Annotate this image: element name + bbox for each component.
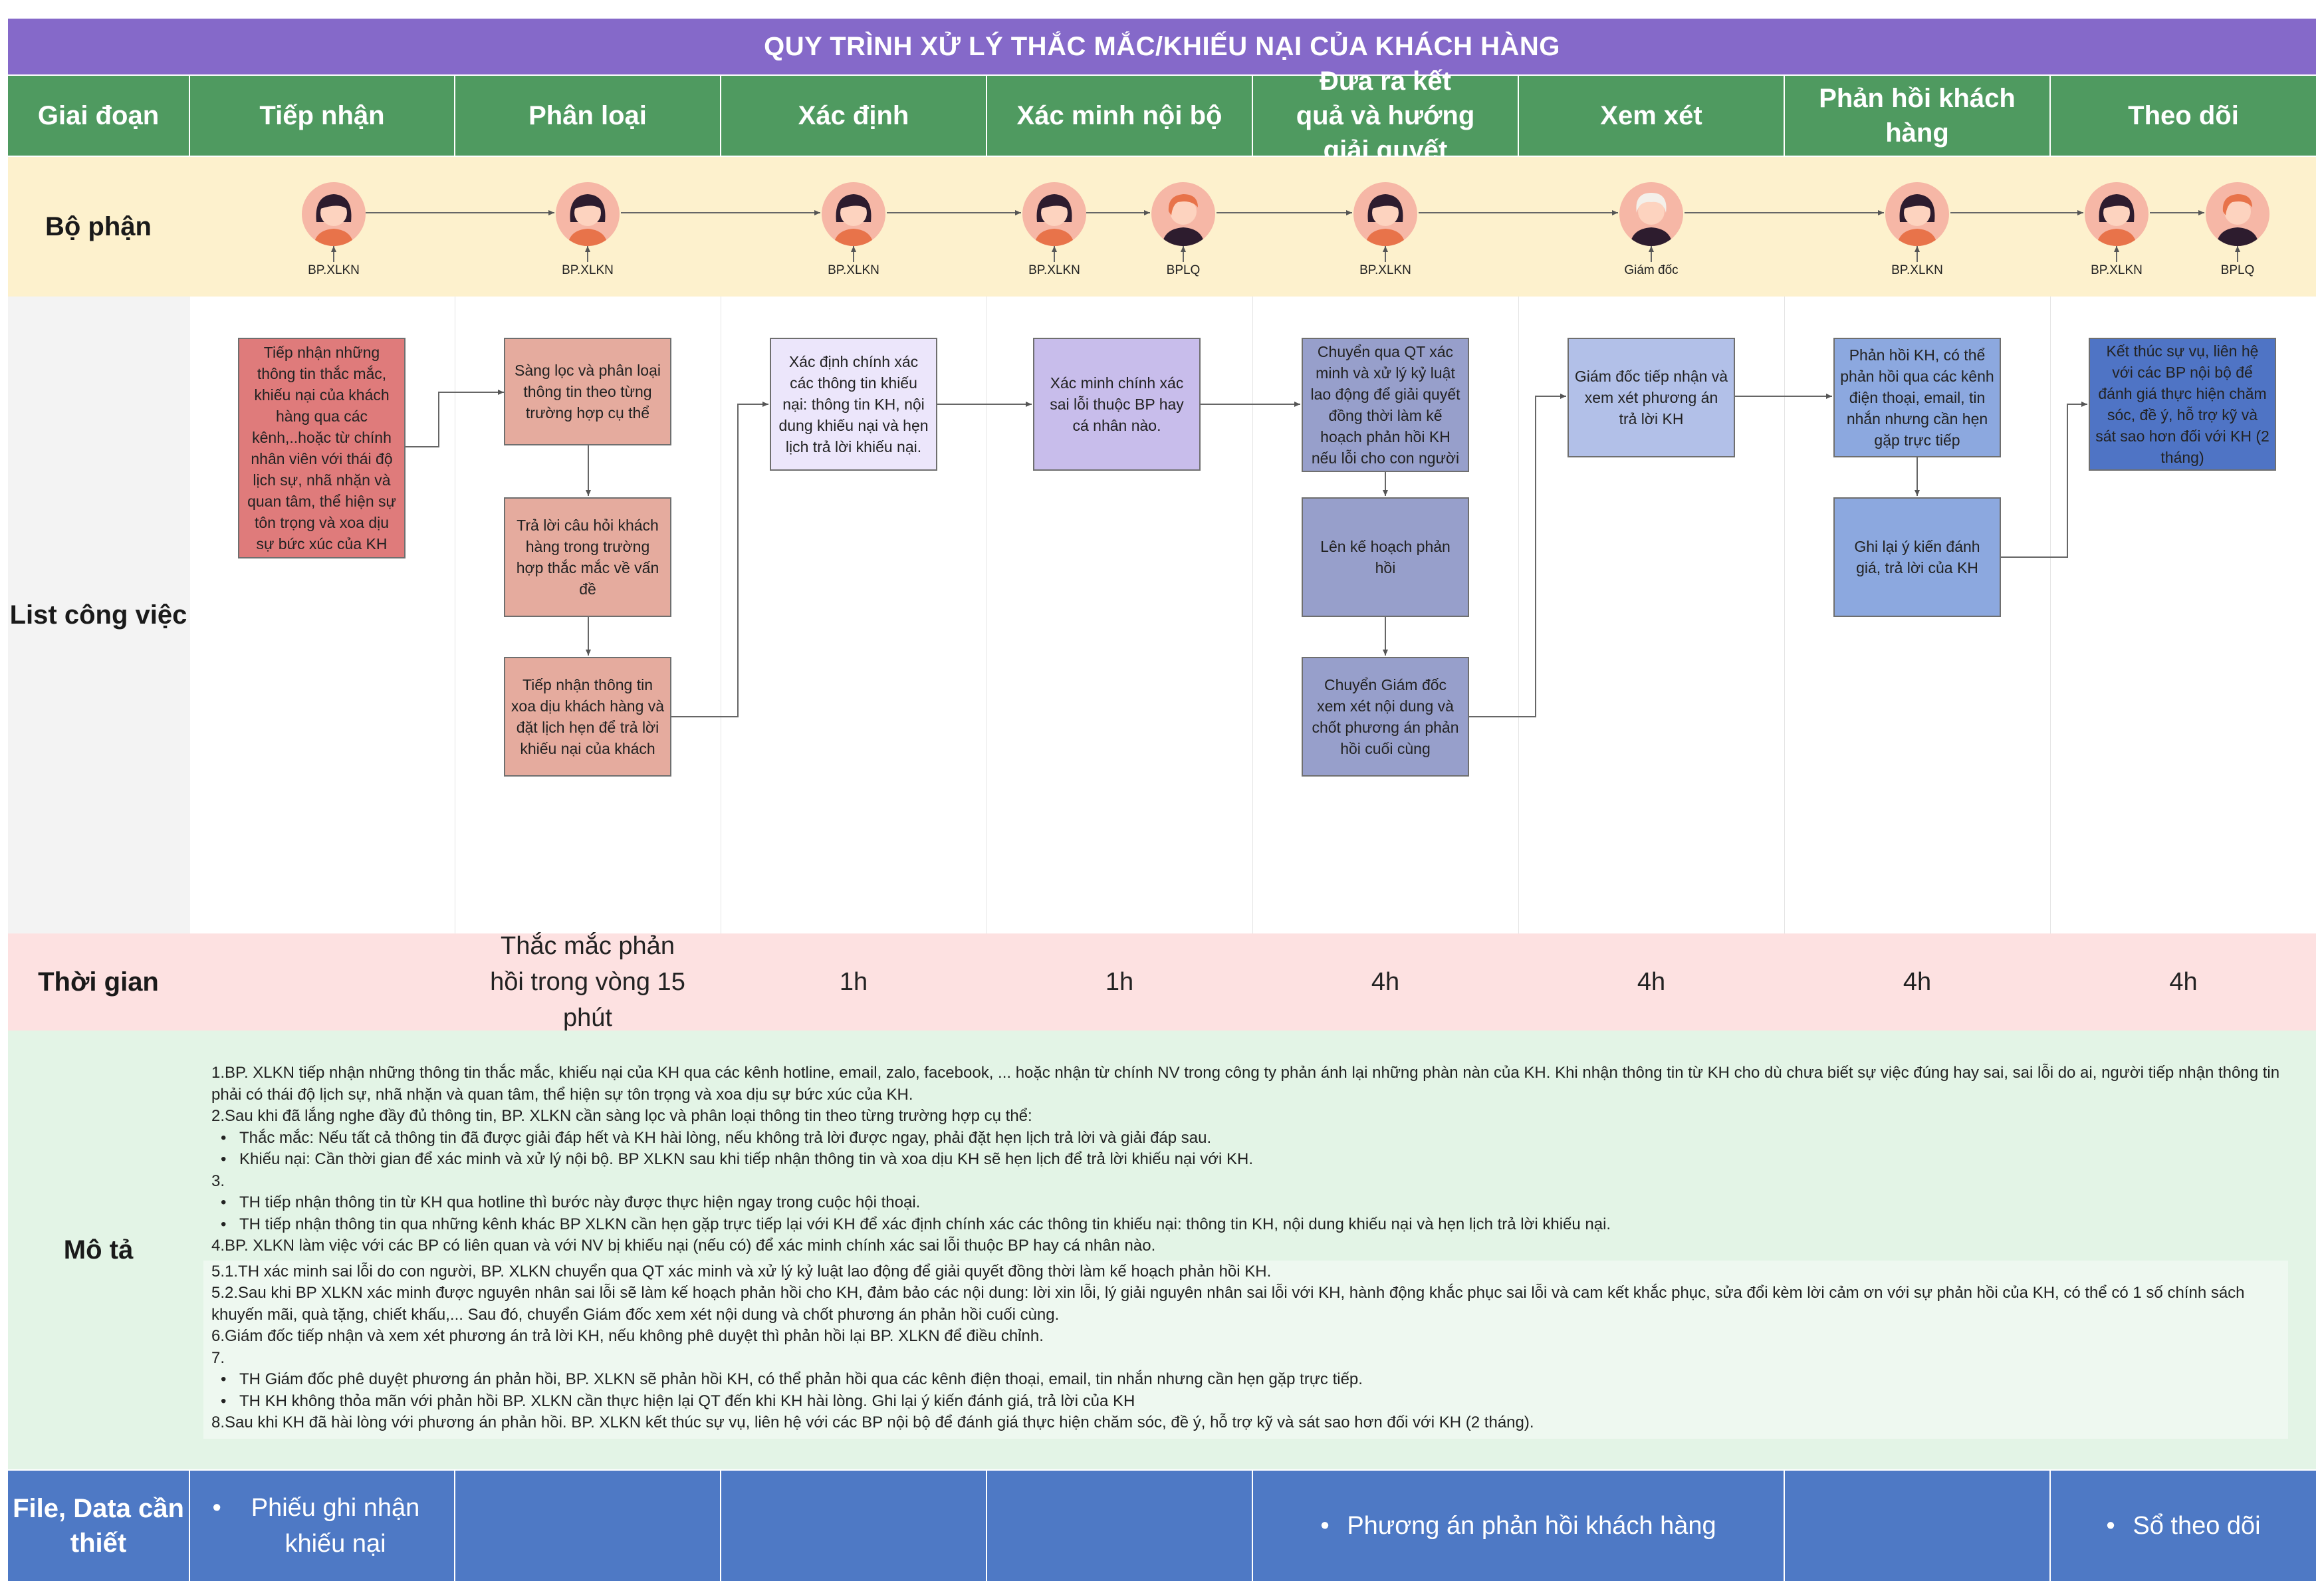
task-box-verify[interactable]: Xác minh chính xác sai lỗi thuộc BP hay … bbox=[1033, 338, 1201, 471]
description-bullet: TH tiếp nhận thông tin từ KH qua hotline… bbox=[211, 1192, 2285, 1214]
task-box-respond-customer[interactable]: Phản hồi KH, có thể phản hồi qua các kên… bbox=[1833, 338, 2001, 457]
files-stage-7 bbox=[1785, 1471, 2049, 1581]
task-box-director-review[interactable]: Giám đốc tiếp nhận và xem xét phương án … bbox=[1568, 338, 1735, 457]
files-stage-2 bbox=[455, 1471, 720, 1581]
files-stage-4 bbox=[987, 1471, 1252, 1581]
avatar-staff-icon bbox=[1885, 182, 1949, 246]
department-label: BP.XLKN bbox=[2091, 263, 2143, 277]
stage-header-3: Xác định bbox=[721, 76, 986, 156]
stage-row-label: Giai đoạn bbox=[8, 76, 189, 156]
avatar-staff-icon bbox=[2085, 182, 2149, 246]
description-line: 5.2.Sau khi BP XLKN xác minh được nguyên… bbox=[211, 1284, 2245, 1324]
stage-header-6: Xem xét bbox=[1519, 76, 1784, 156]
department-label: BP.XLKN bbox=[562, 263, 614, 277]
time-row bbox=[8, 933, 2316, 1031]
file-item: Sổ theo dõi bbox=[2106, 1508, 2260, 1544]
description-line: 2.Sau khi đã lắng nghe đầy đủ thông tin,… bbox=[211, 1107, 1032, 1125]
task-box-record-feedback[interactable]: Ghi lại ý kiến đánh giá, trả lời của KH bbox=[1833, 497, 2001, 617]
department-label: BPLQ bbox=[1166, 263, 1201, 277]
avatar-staff-icon bbox=[556, 182, 620, 246]
time-stage-5: 4h bbox=[1371, 968, 1400, 996]
page-title: QUY TRÌNH XỬ LÝ THẮC MẮC/KHIẾU NẠI CỦA K… bbox=[8, 19, 2316, 74]
description-bullet: Khiếu nại: Cần thời gian để xác minh và … bbox=[211, 1149, 2285, 1171]
avatar-staff-icon bbox=[1353, 182, 1417, 246]
avatar-staff-icon bbox=[822, 182, 885, 246]
stage-header-7: Phản hồi khách hàng bbox=[1785, 76, 2049, 156]
description-line: 4.BP. XLKN làm việc với các BP có liên q… bbox=[211, 1237, 1156, 1255]
department-label: Giám đốc bbox=[1624, 263, 1679, 277]
task-box-soothe-customer[interactable]: Tiếp nhận thông tin xoa dịu khách hàng v… bbox=[504, 657, 671, 777]
time-stage-8: 4h bbox=[2169, 968, 2198, 996]
department-label: BP.XLKN bbox=[1028, 263, 1080, 277]
department-label: BP.XLKN bbox=[828, 263, 879, 277]
task-box-discipline-process[interactable]: Chuyển qua QT xác minh và xử lý kỷ luật … bbox=[1302, 338, 1469, 472]
description-row-label: Mô tả bbox=[63, 1235, 134, 1265]
stage-header-1: Tiếp nhận bbox=[190, 76, 454, 156]
task-box-receive[interactable]: Tiếp nhận những thông tin thắc mắc, khiế… bbox=[238, 338, 406, 558]
avatar-director-icon bbox=[1619, 182, 1683, 246]
files-stage-1: Phiếu ghi nhận khiếu nại bbox=[190, 1471, 454, 1581]
avatar-related-dept-icon bbox=[1151, 182, 1215, 246]
stage-header-2: Phân loại bbox=[455, 76, 720, 156]
description-bullet: TH tiếp nhận thông tin qua những kênh kh… bbox=[211, 1214, 2285, 1236]
description-line: 8.Sau khi KH đã hài lòng với phương án p… bbox=[211, 1413, 1534, 1431]
task-box-response-plan[interactable]: Lên kế hoạch phản hồi bbox=[1302, 497, 1469, 617]
time-stage-2: Thắc mắc phản hồi trong vòng 15 phút bbox=[490, 932, 685, 1032]
department-label: BP.XLKN bbox=[1359, 263, 1411, 277]
description-bullet: TH KH không thỏa mãn với phản hồi BP. XL… bbox=[211, 1391, 2285, 1413]
task-box-send-director[interactable]: Chuyển Giám đốc xem xét nội dung và chốt… bbox=[1302, 657, 1469, 777]
file-item: Phiếu ghi nhận khiếu nại bbox=[213, 1490, 432, 1562]
department-row-label: Bộ phận bbox=[45, 212, 152, 241]
description-line: 5.1.TH xác minh sai lỗi do con người, BP… bbox=[211, 1262, 1272, 1281]
task-box-identify[interactable]: Xác định chính xác các thông tin khiếu n… bbox=[770, 338, 937, 471]
task-box-classify[interactable]: Sàng lọc và phân loại thông tin theo từn… bbox=[504, 338, 671, 445]
task-box-close-followup[interactable]: Kết thúc sự vụ, liên hệ với các BP nội b… bbox=[2089, 338, 2276, 471]
department-label: BP.XLKN bbox=[1891, 263, 1943, 277]
time-stage-7: 4h bbox=[1903, 968, 1932, 996]
description-line: 7. bbox=[211, 1348, 225, 1367]
description-line: 3. bbox=[211, 1171, 225, 1190]
time-stage-6: 4h bbox=[1637, 968, 1666, 996]
department-label: BP.XLKN bbox=[308, 263, 360, 277]
time-stage-4: 1h bbox=[1105, 968, 1134, 996]
description-bullet: TH Giám đốc phê duyệt phương án phản hồi… bbox=[211, 1369, 2285, 1391]
files-stage-8: Sổ theo dõi bbox=[2051, 1471, 2316, 1581]
files-row-label: File, Data cần thiết bbox=[8, 1471, 189, 1581]
files-stage-5-6: Phương án phản hồi khách hàng bbox=[1253, 1471, 1784, 1581]
avatar-related-dept-icon bbox=[2206, 182, 2269, 246]
files-stage-3 bbox=[721, 1471, 986, 1581]
task-row-label: List công việc bbox=[9, 600, 187, 630]
avatar-staff-icon bbox=[302, 182, 366, 246]
stage-header-4: Xác minh nội bộ bbox=[987, 76, 1252, 156]
avatar-staff-icon bbox=[1022, 182, 1086, 246]
file-item: Phương án phản hồi khách hàng bbox=[1320, 1508, 1716, 1544]
description-line: 6.Giám đốc tiếp nhận và xem xét phương á… bbox=[211, 1327, 1044, 1345]
time-stage-3: 1h bbox=[839, 968, 868, 996]
task-box-answer-question[interactable]: Trả lời câu hỏi khách hàng trong trường … bbox=[504, 497, 671, 617]
description-bullet: Thắc mắc: Nếu tất cả thông tin đã được g… bbox=[211, 1128, 2285, 1150]
description-line: 1.BP. XLKN tiếp nhận những thông tin thắ… bbox=[211, 1064, 2280, 1104]
description-text: 1.BP. XLKN tiếp nhận những thông tin thắ… bbox=[211, 1062, 2285, 1434]
department-label: BPLQ bbox=[2220, 263, 2255, 277]
stage-header-8: Theo dõi bbox=[2051, 76, 2316, 156]
time-row-label: Thời gian bbox=[38, 967, 159, 997]
